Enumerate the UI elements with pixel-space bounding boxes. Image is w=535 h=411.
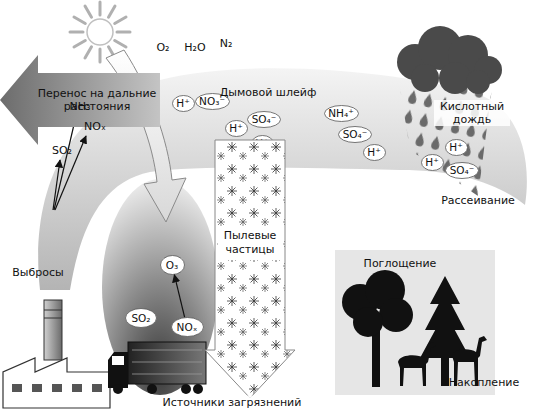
gas-label: O₂ [156, 41, 169, 54]
node-text: H⁺ [176, 97, 189, 110]
ellipse-outline [363, 144, 385, 160]
ellipse-outline [160, 256, 184, 275]
ion-ellipse: NH₄⁺ [324, 105, 359, 122]
emission-arrow [53, 160, 60, 210]
wheel [193, 384, 203, 394]
ellipse-outline [172, 95, 194, 111]
arrow-outline [205, 140, 295, 398]
emission-arrows [53, 116, 86, 210]
cloud-puff [439, 62, 471, 94]
wheel [113, 384, 123, 394]
node-text: NH₄⁺ [328, 107, 354, 120]
node-text: H⁺ [229, 122, 242, 135]
node-text-block: H⁺ [229, 122, 242, 135]
plume-label: Дымовой шлейф [220, 86, 317, 99]
source-label: Выбросы [12, 266, 63, 279]
node-text-block: H⁺ [176, 97, 189, 110]
process-label: Накопление [449, 376, 520, 389]
rain-label: Кислотный дождь [434, 100, 510, 126]
factory [3, 300, 110, 408]
node-text-block: SO₄⁻ [343, 128, 368, 141]
ellipse-outline [445, 139, 467, 155]
cloud-puff [411, 64, 439, 92]
node-text: SO₄⁻ [450, 164, 475, 177]
wheel [181, 384, 191, 394]
cab-window [112, 356, 124, 365]
ellipse-outline [225, 120, 247, 136]
node-text: Пылевые частицы [218, 229, 282, 257]
emission-label: NH₃ [70, 100, 91, 113]
reaction-arrow [174, 275, 184, 317]
ion-ellipse: H⁺ [225, 120, 248, 137]
tree-crown [379, 298, 413, 332]
node-text-block: H⁺ [367, 146, 380, 159]
factory-building [3, 358, 110, 408]
wheel [147, 384, 157, 394]
node-text: H⁺ [367, 146, 380, 159]
node-text-block: SO₄⁻ [252, 113, 277, 126]
trailer-stripes [132, 350, 202, 374]
node-text: SO₄⁻ [252, 113, 277, 126]
emission-label: NOₓ [84, 120, 106, 133]
node-text: NOₓ [177, 321, 198, 334]
forest-panel [335, 250, 495, 395]
node-text-block: NH₄⁺ [328, 107, 354, 120]
gas-ellipse: NOₓ [171, 317, 204, 337]
gas-label: H₂O [184, 41, 205, 54]
ion-ellipse: SO₄⁻ [445, 162, 479, 179]
dust-arrow: Пылевые частицы [205, 140, 295, 398]
ellipse-outline [421, 154, 443, 170]
chimney-bands [44, 310, 62, 318]
node-text: H⁺ [425, 156, 438, 169]
ellipse-outline [339, 126, 372, 142]
deer [398, 342, 436, 386]
factory-windows [12, 384, 102, 392]
emission-label: SO₂ [52, 144, 72, 157]
node-text: O₃ [166, 259, 178, 272]
tree-crown [353, 307, 383, 337]
ellipse-outline [324, 105, 358, 121]
node-text-block: SO₄⁻ [450, 164, 475, 177]
node-text-block: Пылевые частицы [218, 226, 282, 260]
ion-ellipse: SO₄⁻ [338, 126, 372, 143]
node-text-block: NOₓ [177, 321, 198, 334]
node-text: SO₂ [131, 312, 150, 325]
process-label: Поглощение [364, 257, 437, 270]
node-text-block: SO₂ [131, 312, 150, 325]
gas-ellipse: O₃ [160, 255, 185, 275]
node-text-block: H⁺ [449, 141, 462, 154]
truck-trailer [128, 342, 206, 384]
sun-disc [87, 19, 113, 45]
node-text: SO₄⁻ [343, 128, 368, 141]
forest [335, 250, 495, 395]
cloud-puff [466, 70, 490, 94]
ellipse-outline [126, 309, 157, 328]
node-text: H⁺ [449, 141, 462, 154]
ion-ellipse: H⁺ [172, 95, 195, 112]
truck-cab [108, 352, 128, 388]
ellipse-outline [248, 111, 281, 127]
node-text: Перенос на дальние расстояния [36, 87, 158, 113]
process-label: Рассеивание [441, 194, 515, 207]
ion-ellipse: H⁺ [421, 154, 444, 171]
conifer [420, 276, 470, 358]
emission-arrow [54, 116, 76, 210]
node-text-block: H⁺ [425, 156, 438, 169]
conifer-trunk [441, 356, 449, 386]
ellipse-outline [446, 162, 479, 178]
ion-ellipse: SO₄⁻ [247, 111, 281, 128]
ellipse-outline [171, 318, 203, 337]
truck [108, 342, 206, 394]
chimney [44, 300, 62, 360]
gas-ellipse: SO₂ [125, 308, 157, 328]
node-text-block: O₃ [166, 259, 178, 272]
node-shape [205, 140, 295, 398]
ion-ellipse: H⁺ [363, 144, 386, 161]
arrow-outline [0, 55, 160, 145]
ion-ellipse: H⁺ [445, 139, 468, 156]
source-label: Источники загрязнений [161, 396, 304, 409]
gas-label: N₂ [220, 37, 233, 50]
